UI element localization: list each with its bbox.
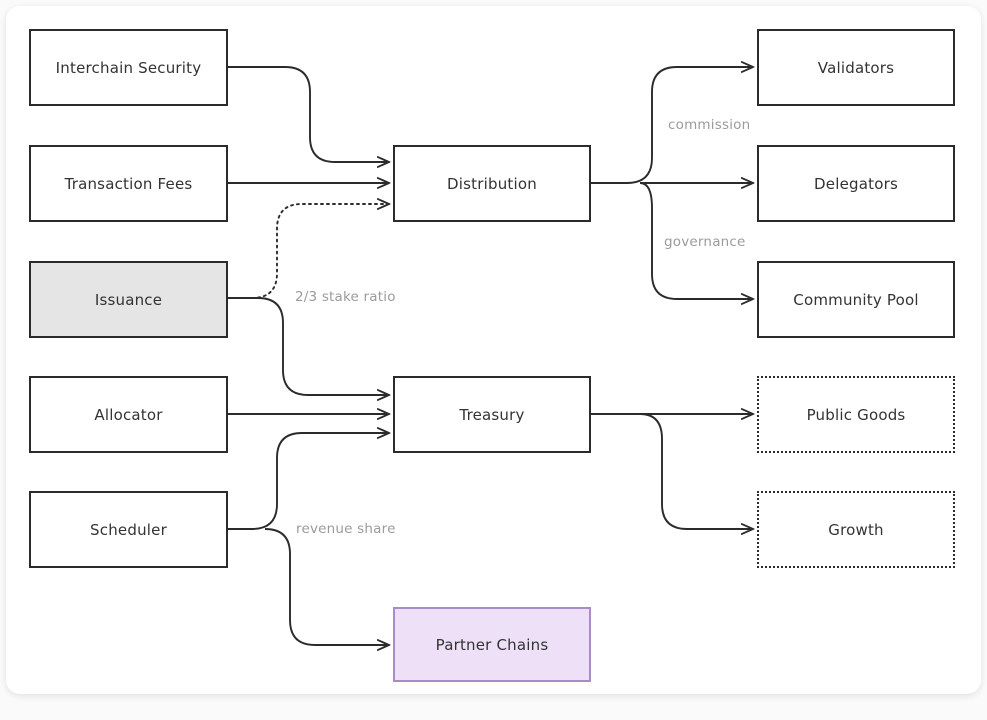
node-label: Partner Chains <box>435 635 549 654</box>
node-community-pool[interactable]: Community Pool <box>757 261 955 338</box>
edge-scheduler-to-partner-chains <box>264 528 389 645</box>
edge-distribution-to-validators <box>591 67 753 184</box>
edge-scheduler-to-treasury <box>228 433 389 530</box>
node-label: Public Goods <box>806 405 906 424</box>
node-label: Validators <box>817 58 895 77</box>
node-label: Growth <box>828 520 884 539</box>
node-label: Community Pool <box>793 290 919 309</box>
edge-label-governance: governance <box>664 234 746 250</box>
edge-interchain-security-to-distribution <box>228 66 389 162</box>
node-label: Issuance <box>94 290 163 309</box>
node-label: Transaction Fees <box>64 174 193 193</box>
node-transaction-fees[interactable]: Transaction Fees <box>29 145 228 222</box>
node-treasury[interactable]: Treasury <box>393 376 591 453</box>
node-delegators[interactable]: Delegators <box>757 145 955 222</box>
node-allocator[interactable]: Allocator <box>29 376 228 453</box>
edge-distribution-to-community-pool <box>639 182 753 299</box>
edge-issuance-to-treasury <box>228 297 389 395</box>
node-growth[interactable]: Growth <box>757 491 955 568</box>
node-validators[interactable]: Validators <box>757 29 955 106</box>
node-interchain-security[interactable]: Interchain Security <box>29 29 228 106</box>
node-label: Scheduler <box>90 520 167 539</box>
diagram-canvas <box>6 6 981 694</box>
node-scheduler[interactable]: Scheduler <box>29 491 228 568</box>
node-label: Allocator <box>94 405 163 424</box>
edge-label-stake-ratio: 2/3 stake ratio <box>295 289 396 305</box>
node-public-goods[interactable]: Public Goods <box>757 376 955 453</box>
edge-label-commission: commission <box>668 117 751 133</box>
node-label: Distribution <box>447 174 537 193</box>
node-label: Delegators <box>814 174 898 193</box>
node-distribution[interactable]: Distribution <box>393 145 591 222</box>
node-label: Interchain Security <box>55 58 202 77</box>
edge-issuance-to-distribution-dotted <box>227 204 389 299</box>
edge-treasury-to-growth <box>639 413 753 529</box>
node-partner-chains[interactable]: Partner Chains <box>393 607 591 682</box>
node-label: Treasury <box>459 405 525 424</box>
node-issuance[interactable]: Issuance <box>29 261 228 338</box>
edge-label-revenue-share: revenue share <box>296 521 396 537</box>
